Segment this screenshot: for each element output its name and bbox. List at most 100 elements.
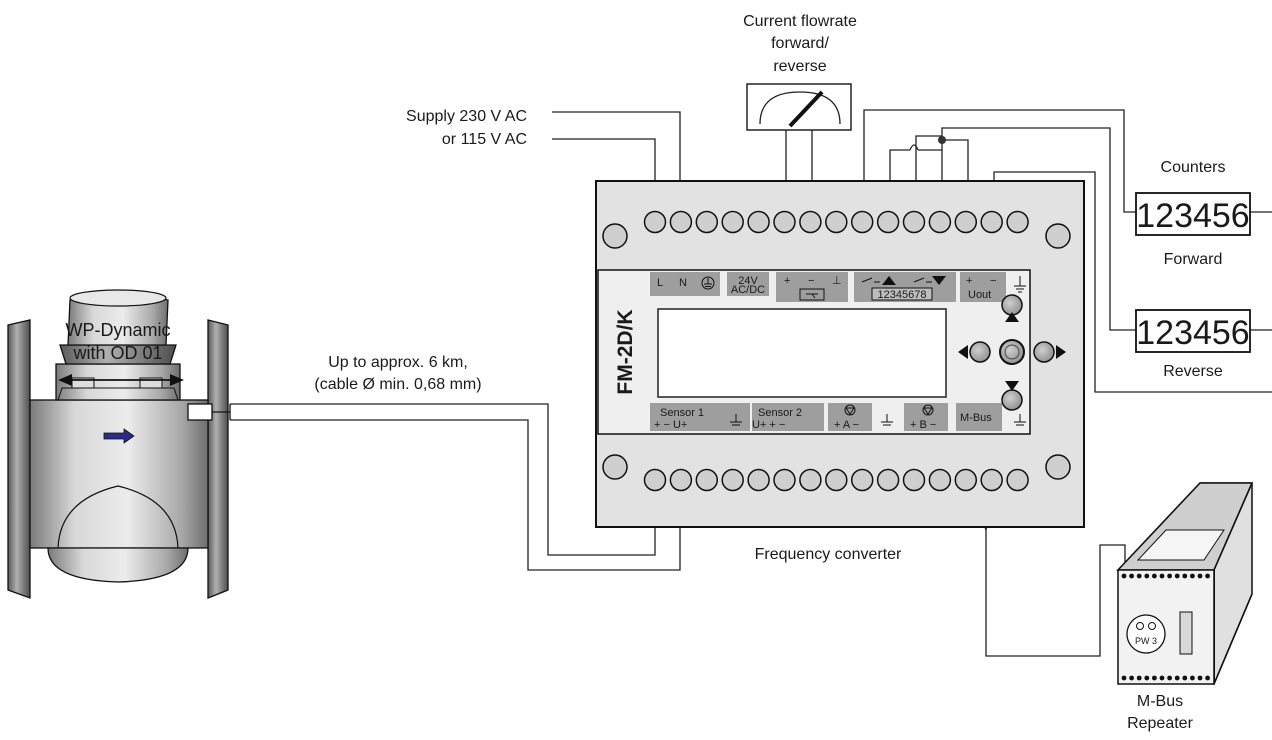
bottom-terminal-screw	[850, 468, 874, 492]
relay-digits-label: 12345678	[878, 289, 927, 301]
od01-sensor-plug	[187, 403, 213, 421]
counter-reverse: 123456	[1135, 309, 1251, 353]
repeater-terminal-dot	[1190, 573, 1195, 579]
terminal-L-label: L	[657, 277, 663, 289]
bottom-terminal-screw	[747, 468, 770, 492]
repeater-terminal-dot	[1129, 573, 1134, 579]
flowrate-label-line3: reverse	[773, 58, 826, 75]
output-b-icon	[922, 404, 934, 416]
terminal-plus-label: +	[784, 275, 790, 287]
bottom-terminal-screw	[825, 468, 848, 492]
repeater-terminal-dot	[1152, 675, 1157, 681]
bottom-terminal-screw	[876, 468, 900, 492]
output-a-label: + A −	[834, 419, 859, 431]
mbus-repeater: PW 3	[1116, 482, 1254, 686]
uout-plus-label: +	[966, 275, 972, 287]
relay-icon	[799, 288, 825, 301]
sensor2-label: Sensor 2	[758, 407, 802, 419]
supply-label-line1: Supply 230 V AC	[406, 108, 527, 125]
relay-up-triangle-icon	[882, 276, 896, 285]
bottom-terminal-screw	[1006, 468, 1029, 492]
flowrate-label-line1: Current flowrate	[743, 13, 857, 30]
bottom-terminal-screw	[928, 468, 952, 492]
top-terminal-screw	[954, 210, 978, 234]
repeater-terminal-dot	[1136, 675, 1142, 681]
repeater-terminal-dot	[1144, 675, 1150, 681]
top-terminal-screw	[669, 210, 693, 234]
terminal-24v-label: 24V	[738, 275, 758, 287]
forward-label: Forward	[1164, 251, 1223, 268]
flowrate-meter	[746, 83, 852, 131]
arrow-down-icon	[1005, 381, 1019, 391]
cable-label-line2: (cable Ø min. 0,68 mm)	[314, 376, 481, 393]
top-terminal-screw	[876, 210, 900, 234]
nav-enter-button[interactable]	[999, 339, 1025, 365]
flow-direction-arrow-icon	[103, 428, 135, 444]
repeater-terminal-dot	[1174, 573, 1180, 579]
cable-label-line1: Up to approx. 6 km,	[328, 354, 468, 371]
arrow-up-icon	[1005, 312, 1019, 322]
repeater-terminal-dot	[1152, 573, 1157, 579]
counter-forward: 123456	[1135, 192, 1251, 236]
supply-label-line2: or 115 V AC	[442, 131, 527, 148]
counter-forward-value: 123456	[1136, 197, 1249, 235]
uout-label: Uout	[968, 289, 991, 301]
bottom-terminal-screw	[902, 468, 926, 492]
top-terminal-screw	[928, 210, 952, 234]
wp-dynamic-water-meter	[7, 289, 231, 599]
repeater-terminal-dot	[1121, 675, 1127, 681]
mbus-repeater-label-line2: Repeater	[1127, 715, 1193, 732]
nav-down-button[interactable]	[1001, 389, 1023, 411]
terminal-N-label: N	[679, 277, 687, 289]
output-a-icon	[844, 404, 856, 416]
frequency-converter-device	[595, 180, 1085, 528]
relay-down-triangle-icon	[932, 276, 946, 285]
wp-dynamic-label-line2: with OD 01	[72, 343, 162, 363]
repeater-terminal-dot	[1205, 675, 1210, 681]
repeater-terminal-dot	[1167, 675, 1172, 681]
counters-label: Counters	[1161, 159, 1226, 176]
repeater-model-label: PW 3	[1135, 636, 1157, 646]
device-model-label: FM-2D/K	[614, 309, 637, 394]
bottom-terminal-row	[643, 468, 1029, 492]
nav-right-button[interactable]	[1033, 341, 1055, 363]
mbus-repeater-label-line1: M-Bus	[1137, 693, 1183, 710]
counter-reverse-value: 123456	[1136, 314, 1249, 352]
bottom-terminal-screw	[954, 468, 978, 492]
repeater-terminal-dot	[1174, 675, 1180, 681]
repeater-terminal-dot	[1129, 675, 1134, 681]
ground-icon	[701, 276, 715, 290]
top-terminal-row	[643, 210, 1029, 234]
top-terminal-screw	[980, 210, 1003, 234]
output-b-label: + B −	[910, 419, 936, 431]
repeater-terminal-dot	[1144, 573, 1150, 579]
top-terminal-screw	[695, 210, 719, 234]
sensor2-pins-label: U+ + −	[752, 419, 785, 431]
bottom-terminal-screw	[799, 468, 822, 492]
repeater-terminal-dot	[1159, 675, 1165, 681]
terminal-minus-label: −	[808, 275, 814, 287]
earth-icons	[730, 276, 1026, 426]
double-arrow-icon	[58, 374, 184, 386]
lcd-display	[657, 308, 947, 398]
wp-dynamic-label-line1: WP-Dynamic	[65, 320, 170, 340]
bottom-terminal-screw	[980, 468, 1003, 492]
bottom-terminal-screw	[721, 468, 744, 492]
top-terminal-screw	[721, 210, 744, 234]
repeater-terminal-dot	[1167, 573, 1172, 579]
nav-left-button[interactable]	[969, 341, 991, 363]
top-terminal-screw	[773, 210, 796, 234]
top-terminal-screw	[643, 210, 667, 234]
arrow-left-icon	[958, 345, 968, 359]
corner-screws	[602, 223, 1071, 480]
top-terminal-screw	[825, 210, 848, 234]
repeater-terminal-dot	[1205, 573, 1210, 579]
repeater-terminal-dot	[1197, 573, 1203, 579]
terminal-gnd-label: ⊥	[832, 275, 842, 287]
bottom-terminal-screw	[669, 468, 693, 492]
repeater-terminal-dot	[1159, 573, 1165, 579]
bottom-terminal-screw	[643, 468, 667, 492]
repeater-terminal-dot	[1136, 573, 1142, 579]
mbus-terminal-label: M-Bus	[960, 412, 992, 424]
